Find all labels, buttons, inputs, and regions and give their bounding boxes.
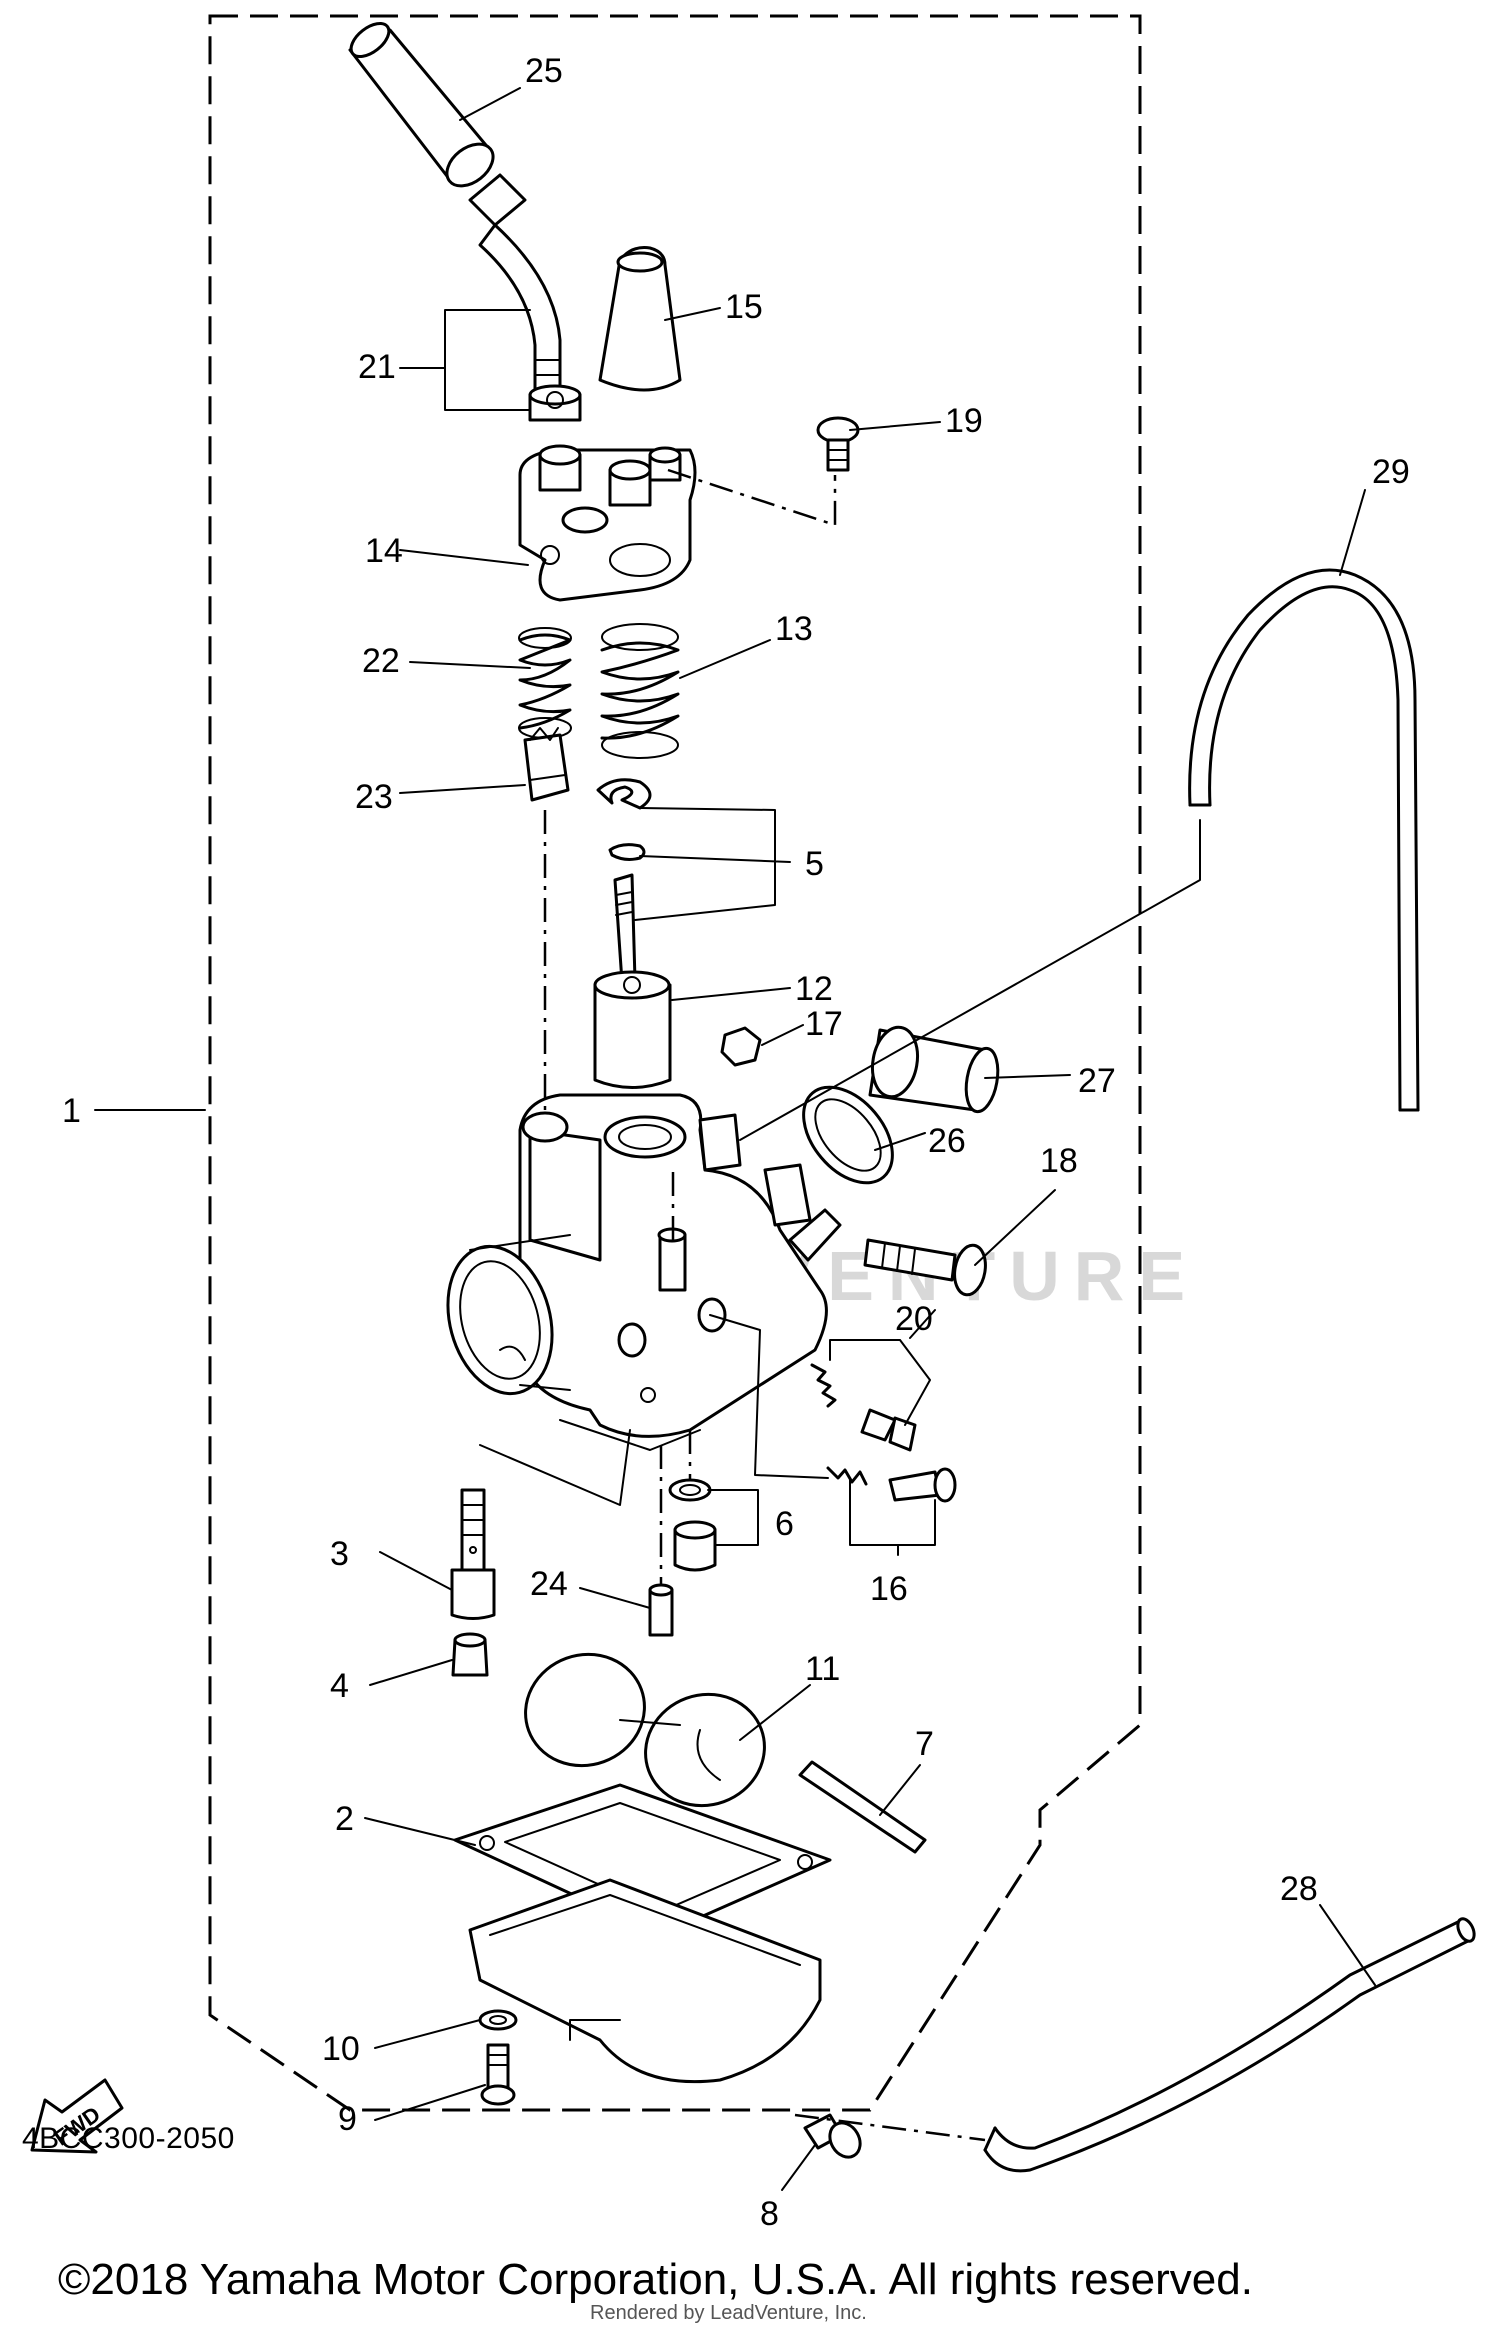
callout-22: 22 bbox=[362, 642, 400, 680]
part-17-nut bbox=[720, 1026, 762, 1067]
part-8-drain-screw bbox=[803, 2113, 862, 2159]
callout-5: 5 bbox=[805, 845, 824, 883]
callout-10: 10 bbox=[322, 2030, 360, 2068]
callout-28: 28 bbox=[1280, 1870, 1318, 1908]
part-6-plug bbox=[668, 1478, 717, 1572]
copyright-text: ©2018 Yamaha Motor Corporation, U.S.A. A… bbox=[58, 2255, 1253, 2304]
assembly-boundary bbox=[208, 14, 1142, 2112]
leader-lines bbox=[94, 87, 1376, 2191]
part-11-float bbox=[524, 1652, 766, 1808]
part-28-drain-tube bbox=[983, 1917, 1476, 2173]
callout-24: 24 bbox=[530, 1565, 568, 1603]
leader-29-body bbox=[739, 819, 1201, 1141]
callout-15: 15 bbox=[725, 288, 763, 326]
part-19-screw bbox=[816, 416, 860, 472]
callout-17: 17 bbox=[805, 1005, 843, 1043]
part-21-adjuster bbox=[468, 173, 582, 422]
part-5-clip-needle bbox=[596, 778, 652, 984]
callout-9: 9 bbox=[338, 2100, 357, 2138]
part-1-carburetor-body bbox=[446, 1093, 842, 1451]
callout-20: 20 bbox=[895, 1300, 933, 1338]
callout-18: 18 bbox=[1040, 1142, 1078, 1180]
part-20-screw-spring bbox=[810, 1363, 917, 1452]
callout-11: 11 bbox=[805, 1650, 840, 1688]
part-22-spring bbox=[518, 627, 572, 739]
part-15-boot bbox=[598, 246, 682, 392]
callout-12: 12 bbox=[795, 970, 833, 1008]
part-3-needle-jet bbox=[450, 1488, 496, 1620]
part-26-ring bbox=[802, 1085, 894, 1185]
part-27-sleeve bbox=[868, 1025, 1000, 1114]
callout-27: 27 bbox=[1078, 1062, 1116, 1100]
part-9-screw bbox=[480, 2043, 516, 2106]
callout-8: 8 bbox=[760, 2195, 779, 2233]
callout-14: 14 bbox=[365, 532, 403, 570]
part-23-holder bbox=[523, 727, 570, 802]
callout-13: 13 bbox=[775, 610, 813, 648]
callout-19: 19 bbox=[945, 402, 983, 440]
leader-19-14 bbox=[667, 468, 837, 527]
rendered-by-text: Rendered by LeadVenture, Inc. bbox=[590, 2302, 867, 2324]
callout-labels: 1 2 3 4 5 6 7 8 9 10 11 12 13 14 15 16 1… bbox=[62, 52, 1410, 2233]
callout-2: 2 bbox=[335, 1800, 354, 1838]
float-bowl bbox=[468, 1878, 822, 2084]
part-18-screw bbox=[863, 1238, 987, 1297]
callout-6: 6 bbox=[775, 1505, 794, 1543]
callout-4: 4 bbox=[330, 1667, 349, 1705]
part-12-throttle-valve bbox=[593, 970, 672, 1089]
part-7-pin bbox=[798, 1760, 927, 1854]
callout-23: 23 bbox=[355, 778, 393, 816]
part-29-vent-tube bbox=[1188, 568, 1420, 1112]
part-4-main-jet bbox=[451, 1632, 489, 1677]
callout-3: 3 bbox=[330, 1535, 349, 1573]
callout-7: 7 bbox=[915, 1725, 934, 1763]
callout-21: 21 bbox=[358, 348, 396, 386]
drawing-code: 4BCC300-2050 bbox=[22, 2122, 235, 2155]
part-14-top-cap bbox=[518, 444, 697, 602]
callout-1: 1 bbox=[62, 1092, 81, 1130]
part-24-pilot-jet bbox=[648, 1583, 674, 1637]
part-10-washer bbox=[478, 2009, 518, 2031]
callout-26: 26 bbox=[928, 1122, 966, 1160]
part-13-spring bbox=[600, 623, 680, 759]
callout-25: 25 bbox=[525, 52, 563, 90]
callout-16: 16 bbox=[870, 1570, 908, 1608]
leader-drain bbox=[794, 2113, 986, 2142]
part-16-screw-spring bbox=[826, 1466, 957, 1503]
part-25-cap bbox=[348, 21, 495, 188]
callout-29: 29 bbox=[1372, 453, 1410, 491]
